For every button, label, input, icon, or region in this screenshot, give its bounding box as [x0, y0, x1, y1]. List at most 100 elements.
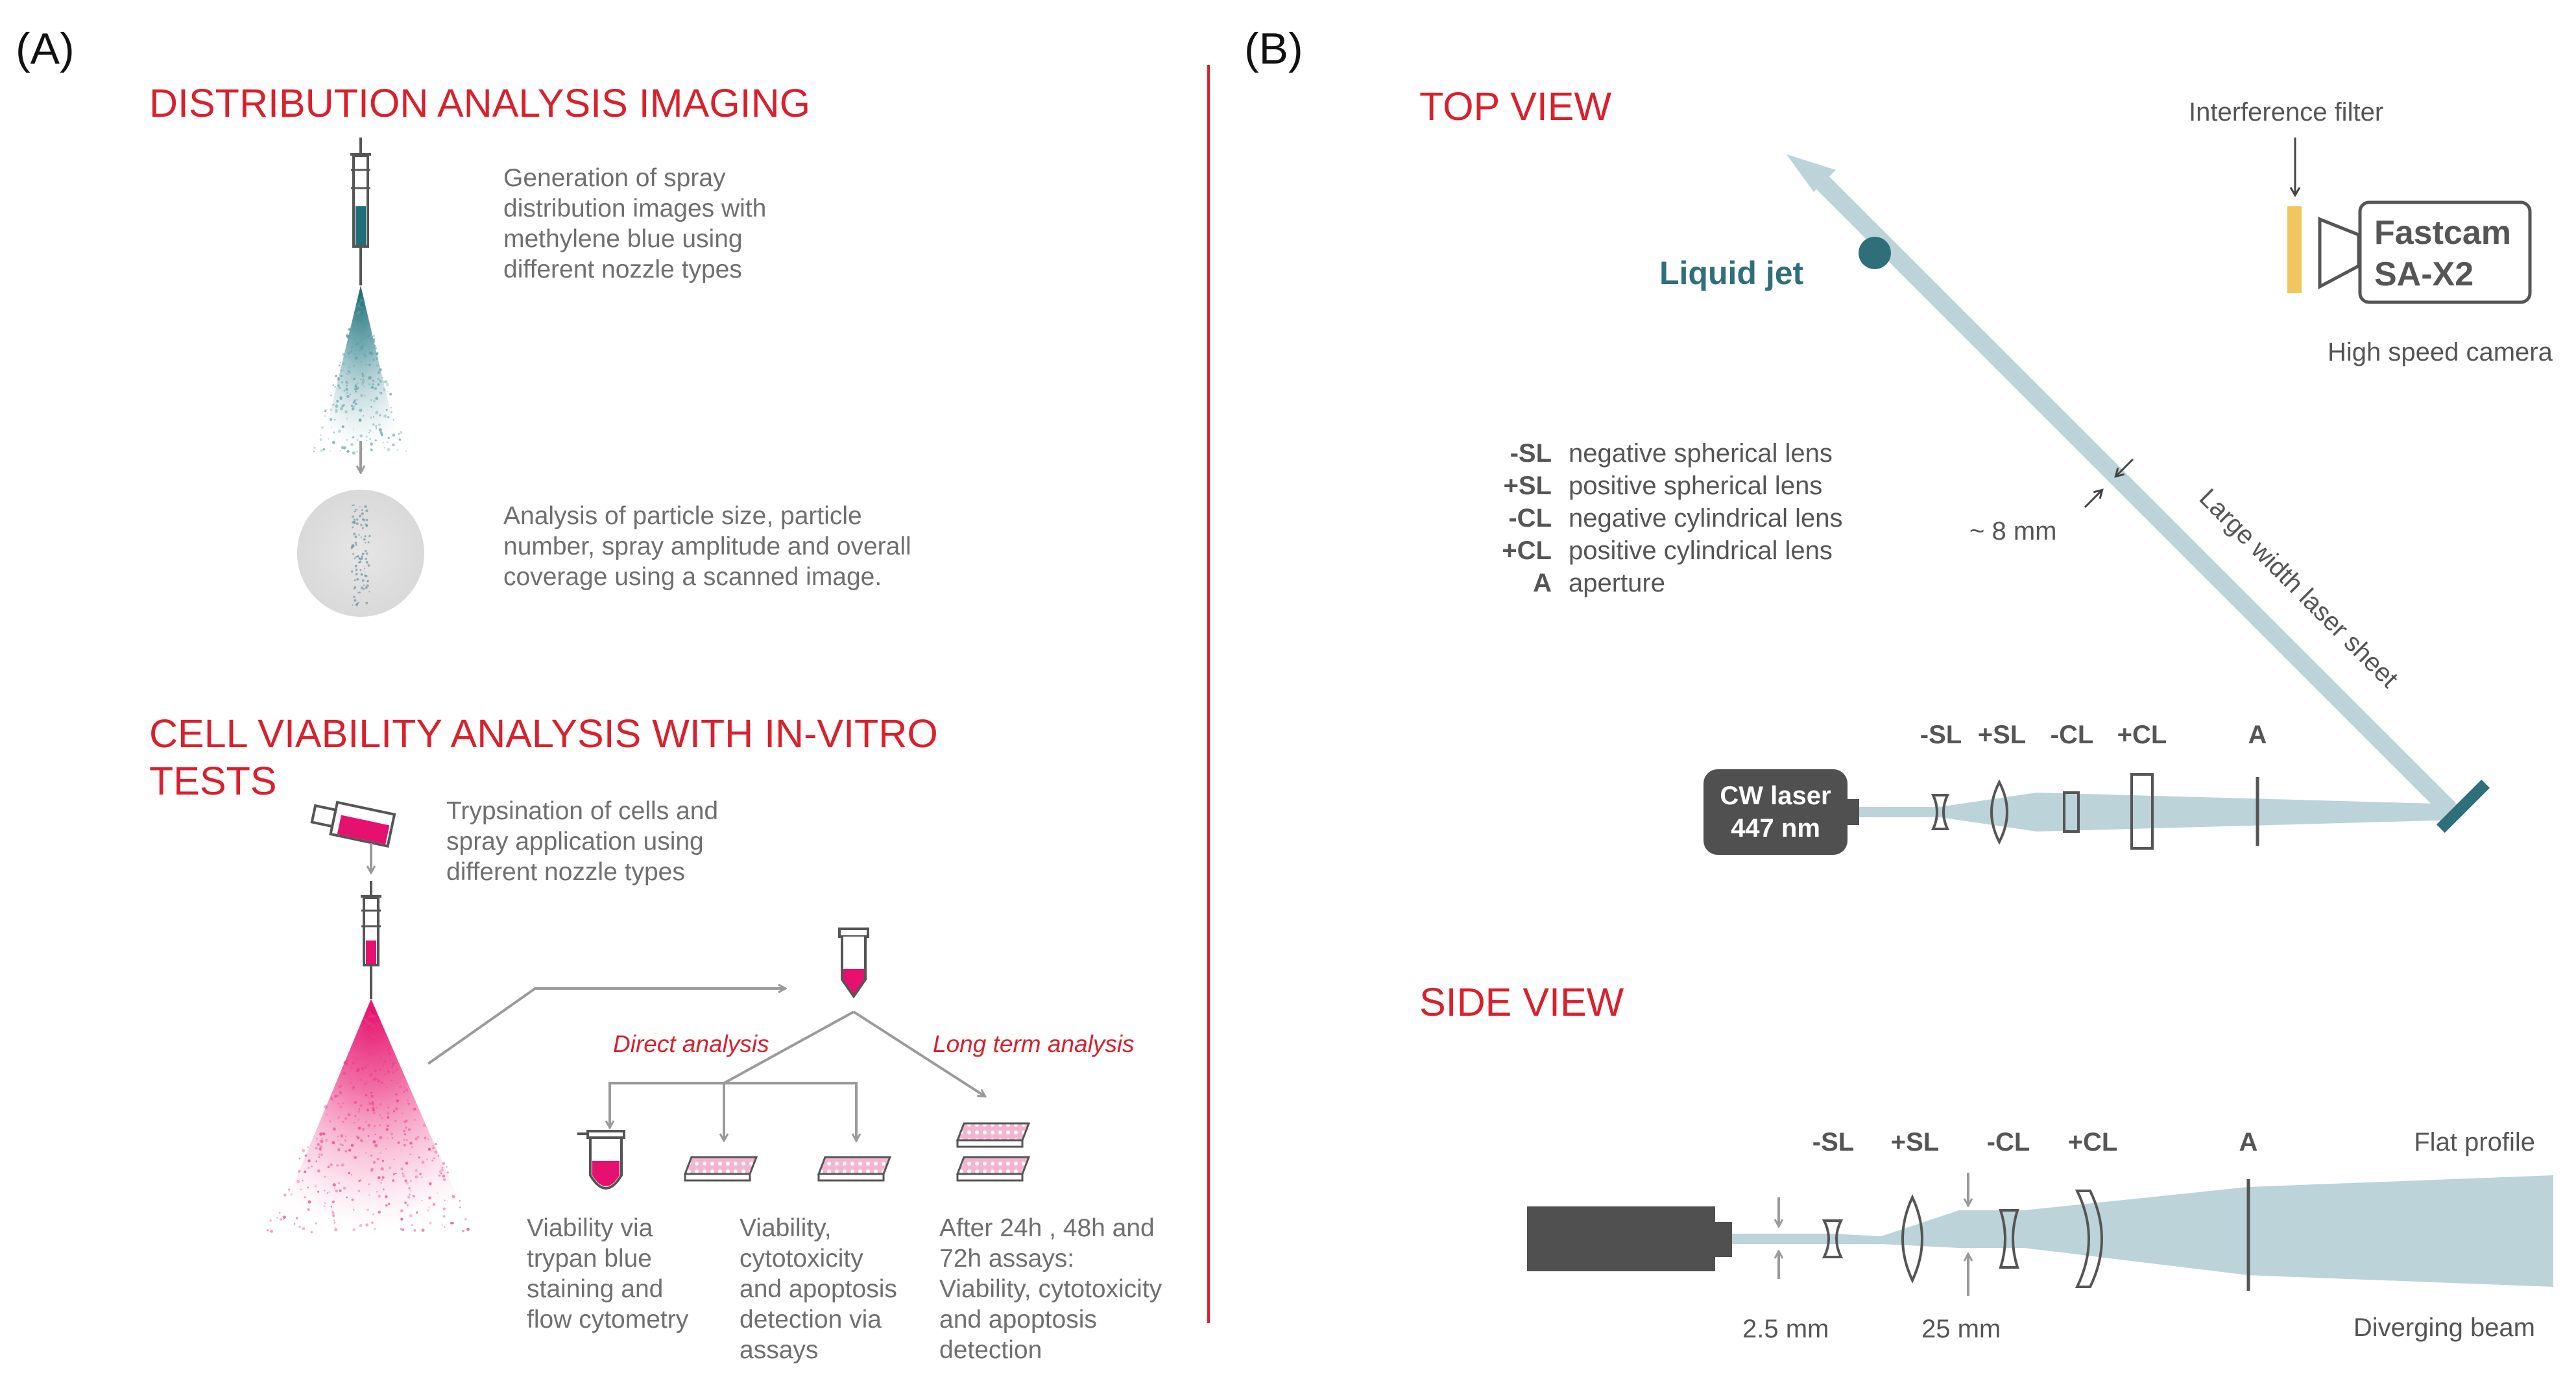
- droplet: [348, 370, 350, 373]
- particle: [359, 592, 361, 593]
- camera-lens: [2318, 217, 2361, 290]
- droplet: [326, 409, 327, 410]
- droplet: [391, 1132, 394, 1136]
- particle: [354, 509, 357, 511]
- droplet: [432, 1147, 435, 1149]
- droplet: [343, 446, 346, 449]
- droplet: [464, 1218, 467, 1221]
- droplet: [361, 372, 364, 375]
- droplet: [367, 1055, 369, 1057]
- top-label-neg-sl: -SL: [1920, 721, 1962, 749]
- droplet: [407, 1195, 411, 1199]
- droplet: [372, 1014, 376, 1018]
- droplet: [338, 364, 341, 366]
- laser-aperture-stub: [1848, 799, 1859, 825]
- droplet: [361, 346, 364, 350]
- interference-filter: [2287, 206, 2302, 293]
- result2-line3: and apoptosis: [740, 1275, 897, 1303]
- droplet: [371, 1103, 375, 1107]
- droplet: [367, 1097, 370, 1099]
- droplet: [334, 419, 336, 421]
- droplet: [404, 1201, 407, 1204]
- droplet: [403, 1086, 405, 1088]
- droplet: [319, 1145, 322, 1149]
- droplet: [346, 418, 348, 420]
- droplet: [304, 1154, 307, 1157]
- droplet: [365, 1020, 368, 1023]
- droplet: [359, 409, 363, 412]
- droplet: [361, 1067, 365, 1071]
- droplet: [429, 1221, 432, 1225]
- legend-desc-5: aperture: [1569, 569, 1665, 597]
- particle: [354, 542, 357, 544]
- droplet: [377, 383, 380, 386]
- droplet: [442, 1174, 446, 1178]
- droplet: [370, 1094, 373, 1097]
- droplet: [375, 352, 378, 355]
- droplet: [407, 1099, 409, 1101]
- droplet: [385, 1195, 388, 1199]
- droplet: [345, 381, 349, 385]
- top-view-title: TOP VIEW: [1419, 84, 1611, 128]
- droplet: [376, 364, 379, 367]
- droplet: [345, 1135, 347, 1137]
- droplet: [348, 1171, 351, 1175]
- droplet: [379, 368, 382, 372]
- droplet: [318, 1156, 320, 1158]
- droplet: [348, 328, 351, 331]
- droplet: [341, 1066, 343, 1068]
- droplet: [382, 380, 385, 384]
- droplet: [337, 377, 341, 381]
- droplet: [367, 1063, 368, 1066]
- droplet: [406, 1204, 409, 1206]
- particle: [355, 522, 359, 525]
- droplet: [354, 1042, 357, 1046]
- droplet: [339, 449, 342, 451]
- droplet: [364, 395, 366, 397]
- droplet: [434, 1150, 438, 1154]
- particle: [360, 536, 362, 538]
- particle: [356, 509, 358, 510]
- beam-dim-large: 25 mm: [1921, 1315, 2001, 1343]
- droplet: [331, 1210, 334, 1214]
- droplet: [412, 1107, 416, 1111]
- interference-filter-label: Interference filter: [2189, 98, 2383, 126]
- droplet: [428, 1182, 432, 1186]
- droplet: [444, 1226, 446, 1228]
- droplet: [363, 353, 365, 355]
- particle: [355, 544, 357, 546]
- droplet: [353, 326, 355, 328]
- droplet: [367, 1081, 368, 1083]
- droplet: [361, 1127, 365, 1131]
- droplet: [368, 348, 370, 350]
- particle: [357, 592, 359, 594]
- droplet: [381, 1081, 383, 1084]
- droplet: [360, 340, 363, 342]
- droplet: [339, 1105, 343, 1108]
- distribution-step1-line1: Generation of spray: [503, 164, 726, 192]
- droplet: [370, 386, 374, 389]
- droplet: [370, 406, 372, 408]
- droplet: [341, 1163, 344, 1167]
- particle: [352, 526, 354, 529]
- droplet: [377, 377, 379, 380]
- droplet: [387, 1137, 389, 1139]
- particle: [361, 555, 363, 558]
- distribution-step2-line3: coverage using a scanned image.: [503, 563, 882, 591]
- droplet: [356, 1042, 359, 1045]
- distribution-step1-line4: different nozzle types: [503, 256, 742, 283]
- droplet: [387, 441, 389, 443]
- droplet: [381, 1160, 385, 1162]
- droplet: [352, 1086, 355, 1088]
- droplet: [361, 374, 365, 377]
- droplet: [354, 1057, 356, 1059]
- droplet: [348, 366, 350, 368]
- droplet: [381, 1179, 383, 1181]
- droplet: [352, 402, 354, 404]
- droplet: [373, 1027, 377, 1031]
- droplet: [374, 1069, 377, 1073]
- droplet: [348, 1149, 352, 1152]
- droplet: [383, 1049, 386, 1053]
- droplet: [296, 1217, 298, 1219]
- particle: [361, 527, 364, 529]
